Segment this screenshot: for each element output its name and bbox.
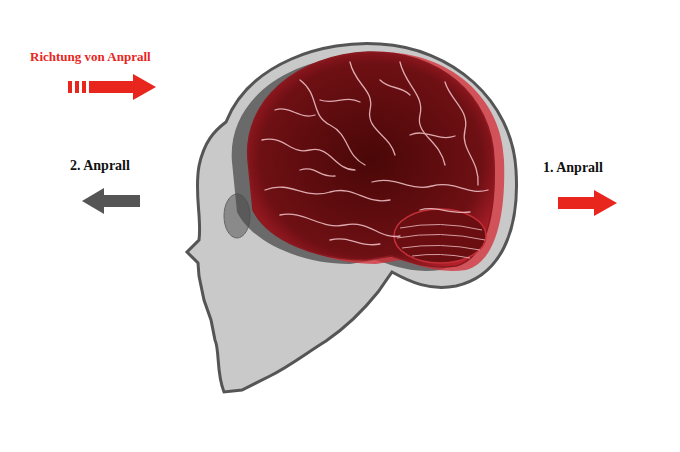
skull bbox=[187, 44, 517, 392]
direction-label: Richtung von Anprall bbox=[30, 50, 151, 64]
first-impact-arrow bbox=[558, 190, 617, 216]
brain bbox=[248, 52, 495, 267]
cerebellum bbox=[394, 209, 486, 263]
brain-gyri bbox=[262, 62, 488, 245]
impact-label: 2. Anprall bbox=[70, 158, 130, 173]
cerebellum-folds bbox=[397, 224, 485, 258]
impact-label: 1. Anprall bbox=[543, 160, 603, 175]
direction-arrow bbox=[68, 74, 156, 100]
second-impact-arrow bbox=[82, 188, 140, 214]
